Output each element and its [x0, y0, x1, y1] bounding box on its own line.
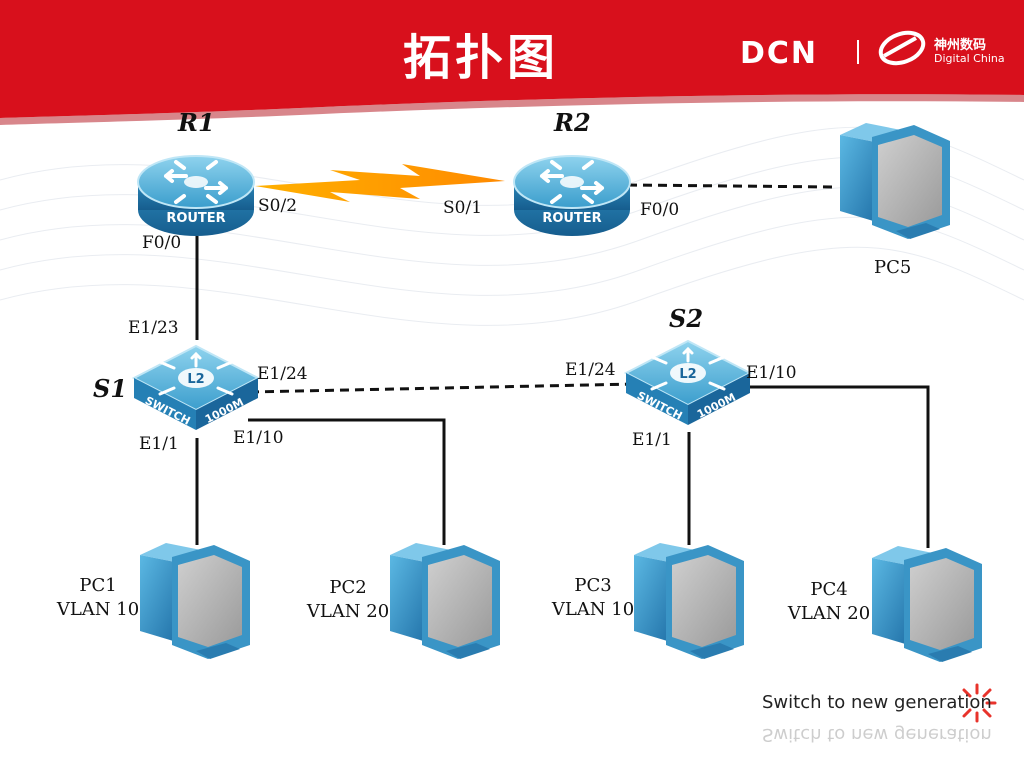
port-label-r2-s01: S0/1: [443, 198, 483, 218]
logo-divider: [857, 40, 859, 64]
switch-s1-badge: L2: [187, 372, 204, 387]
pc4-vlan: VLAN 20: [787, 603, 871, 624]
sunburst-icon: [962, 683, 997, 723]
port-label-s2-e124: E1/24: [565, 360, 616, 380]
port-label-s2-e110: E1/10: [746, 363, 797, 383]
link-r2-pc5: [627, 183, 836, 189]
pc4-name: PC4: [810, 579, 848, 600]
pc4-label: PC4 VLAN 20: [787, 578, 871, 626]
brand-en-text: Digital China: [934, 52, 1005, 65]
device-label-s1: S1: [93, 374, 128, 403]
router-r1[interactable]: ROUTER: [136, 154, 256, 238]
links: [195, 164, 930, 548]
pc3-vlan: VLAN 10: [551, 599, 635, 620]
port-label-r2-f00: F0/0: [640, 200, 680, 220]
port-label-s1-e124: E1/24: [257, 364, 308, 384]
switch-s2-badge: L2: [679, 367, 696, 382]
header-shadow: [0, 94, 1024, 125]
pc2-vlan: VLAN 20: [306, 601, 390, 622]
link-s1-pc2: [248, 418, 446, 545]
link-s2-pc4: [740, 385, 930, 548]
device-label-s2: S2: [669, 304, 704, 333]
pc1-label: PC1 VLAN 10: [56, 574, 140, 622]
pc3-label: PC3 VLAN 10: [551, 574, 635, 622]
slide-title: 拓扑图: [402, 30, 559, 86]
pc1-vlan: VLAN 10: [56, 599, 140, 620]
brand-logo-text: DCN: [740, 36, 819, 71]
digital-china-logo-icon: [878, 30, 926, 66]
pc5-label: PC5: [874, 257, 912, 278]
port-label-r1-f00: F0/0: [142, 233, 182, 253]
port-label-s1-e123: E1/23: [128, 318, 179, 338]
pc1-name: PC1: [79, 575, 117, 596]
footer-slogan: Switch to new generation: [762, 692, 992, 713]
port-label-s2-e11: E1/1: [632, 430, 672, 450]
device-label-r2: R2: [554, 108, 591, 137]
pc3-name: PC3: [574, 575, 612, 596]
serial-link-bolt: [255, 164, 505, 202]
header-band: [0, 0, 1024, 118]
router-r1-icon-text: ROUTER: [166, 211, 225, 226]
port-label-r1-s02: S0/2: [258, 196, 298, 216]
port-label-s1-e11: E1/1: [139, 434, 179, 454]
brand-cn-text: 神州数码: [934, 38, 987, 53]
port-label-s1-e110: E1/10: [233, 428, 284, 448]
router-r2-icon-text: ROUTER: [542, 211, 601, 226]
device-label-r1: R1: [178, 108, 215, 137]
pc2-name: PC2: [329, 577, 367, 598]
router-r2[interactable]: ROUTER: [512, 154, 632, 238]
footer-slogan-reflection: Switch to new generation: [762, 724, 992, 745]
pc2-label: PC2 VLAN 20: [306, 576, 390, 624]
link-s1-s2: [249, 382, 635, 394]
